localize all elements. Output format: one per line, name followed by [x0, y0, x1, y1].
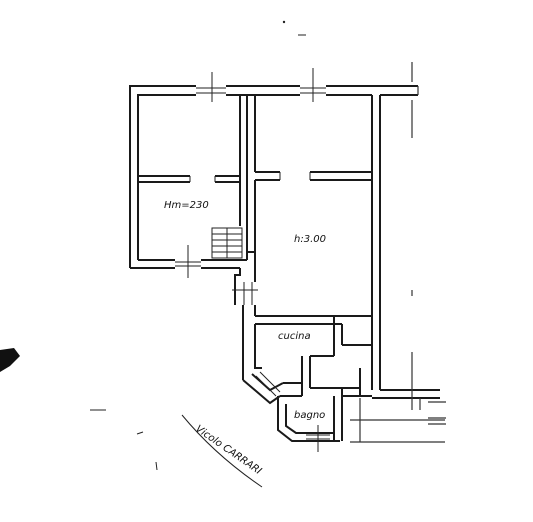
- room-height-label-small: Hm=230: [164, 200, 209, 211]
- window-corridor: [232, 282, 258, 305]
- bathroom-label: bagno: [294, 410, 325, 421]
- window-markers: [175, 68, 330, 452]
- window-north-left: [196, 72, 226, 102]
- window-kitchen-bay: [255, 371, 281, 397]
- street-edge: [181, 414, 263, 488]
- staircase: [211, 227, 243, 259]
- room-height-label-main: h:3.00: [294, 234, 326, 245]
- page-marks: [282, 20, 306, 36]
- scan-marks: [0, 348, 158, 471]
- window-north-center: [300, 68, 326, 102]
- street-label: Vicolo CARRARI: [193, 423, 263, 477]
- interior-walls: [138, 95, 372, 442]
- neighbour-building: [350, 62, 446, 443]
- door-opening-left: [189, 176, 216, 182]
- door-opening-center: [279, 172, 311, 180]
- window-bathroom: [306, 425, 330, 452]
- kitchen-label: cucina: [278, 331, 311, 342]
- outer-walls: [129, 85, 440, 399]
- window-south-left: [175, 245, 201, 278]
